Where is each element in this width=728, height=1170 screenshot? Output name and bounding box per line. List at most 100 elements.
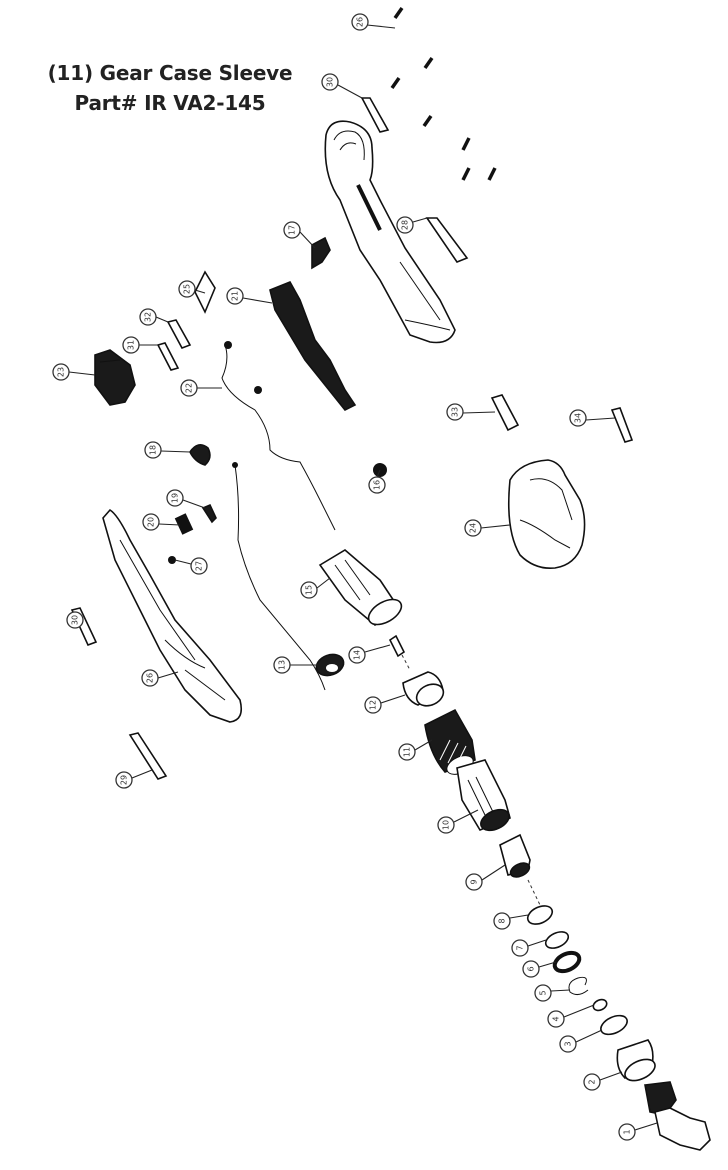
callout-number: 1 xyxy=(623,1129,632,1134)
bearing-13 xyxy=(315,653,345,677)
label-plate-34 xyxy=(610,407,634,443)
callout-number: 5 xyxy=(539,990,548,995)
callout-number: 11 xyxy=(403,747,412,757)
callout-number: 24 xyxy=(469,523,478,533)
callout-12: 12 xyxy=(364,696,382,714)
callout-8: 8 xyxy=(493,912,511,930)
callout-25: 25 xyxy=(178,280,196,298)
callout-number: 8 xyxy=(498,918,507,923)
callout-number: 10 xyxy=(442,820,451,830)
callout-21: 21 xyxy=(226,287,244,305)
callout-22: 22 xyxy=(180,379,198,397)
callout-27: 27 xyxy=(190,557,208,575)
label-plate-33 xyxy=(490,394,520,432)
callout-16: 16 xyxy=(368,476,386,494)
callout-24: 24 xyxy=(464,519,482,537)
callout-23: 23 xyxy=(52,363,70,381)
callout-number: 30 xyxy=(326,77,335,87)
callout-number: 22 xyxy=(185,383,194,393)
washer-8 xyxy=(526,905,554,925)
callout-10: 10 xyxy=(437,816,455,834)
washer-7 xyxy=(544,931,570,949)
part-caption: (11) Gear Case Sleeve Part# IR VA2-145 xyxy=(40,58,300,118)
callout-number: 14 xyxy=(353,650,362,660)
callout-number: 6 xyxy=(527,966,536,971)
callout-20: 20 xyxy=(142,513,160,531)
bushing-4 xyxy=(592,998,608,1012)
label-plate-29 xyxy=(128,732,168,780)
callout-18: 18 xyxy=(144,441,162,459)
callout-9: 9 xyxy=(465,873,483,891)
callout-number: 2 xyxy=(588,1079,597,1084)
pin-14 xyxy=(388,634,406,658)
callout-7: 7 xyxy=(511,939,529,957)
switch-plate-25 xyxy=(194,270,216,314)
label-plate-28 xyxy=(425,217,469,263)
switch-20 xyxy=(174,513,194,535)
ring-12 xyxy=(402,671,445,707)
ring-gear-10 xyxy=(456,759,511,832)
callout-number: 9 xyxy=(470,879,479,884)
callout-number: 12 xyxy=(369,700,378,710)
left-housing-26 xyxy=(102,508,243,723)
callout-29: 29 xyxy=(115,771,133,789)
label-plate-31 xyxy=(156,342,180,371)
retaining-ring-5 xyxy=(568,976,589,996)
callout-number: 34 xyxy=(574,413,583,423)
callout-2: 2 xyxy=(583,1073,601,1091)
callout-number: 18 xyxy=(149,445,158,455)
callout-13: 13 xyxy=(273,656,291,674)
callout-33: 33 xyxy=(446,403,464,421)
wire-13 xyxy=(234,464,326,691)
control-board-21 xyxy=(269,280,357,412)
callout-group: 1234567891011121314151617181920212223242… xyxy=(52,13,636,1141)
screw-27 xyxy=(168,556,176,564)
callout-number: 26 xyxy=(356,17,365,27)
label-plate-30-top xyxy=(360,97,390,133)
callout-number: 3 xyxy=(564,1041,573,1046)
callout-number: 32 xyxy=(144,312,153,322)
callout-number: 7 xyxy=(516,945,525,950)
callout-3: 3 xyxy=(559,1035,577,1053)
callout-number: 4 xyxy=(552,1016,561,1021)
planet-carrier-9 xyxy=(499,833,531,878)
callout-1: 1 xyxy=(618,1123,636,1141)
callout-17: 17 xyxy=(283,221,301,239)
bracket-17 xyxy=(311,236,331,270)
callout-number: 17 xyxy=(288,225,297,235)
washer-3 xyxy=(600,1014,628,1036)
callout-number: 28 xyxy=(401,220,410,230)
callout-number: 29 xyxy=(120,775,129,785)
seal-6 xyxy=(552,950,582,974)
callout-30: 30 xyxy=(321,73,339,91)
callout-15: 15 xyxy=(300,581,318,599)
callout-number: 19 xyxy=(171,493,180,503)
leader-lines xyxy=(68,24,658,1131)
callout-34: 34 xyxy=(569,409,587,427)
callout-number: 23 xyxy=(57,367,66,377)
spring-19 xyxy=(201,503,217,524)
callout-number: 21 xyxy=(231,291,240,301)
callout-number: 16 xyxy=(373,480,382,490)
upper-housing xyxy=(324,120,456,344)
callout-26: 26 xyxy=(141,669,159,687)
callout-number: 15 xyxy=(305,585,314,595)
callout-number: 31 xyxy=(127,340,136,350)
motor-15 xyxy=(318,549,403,626)
callout-number: 20 xyxy=(147,517,156,527)
part-caption-name: (11) Gear Case Sleeve xyxy=(47,61,293,85)
callout-number: 30 xyxy=(71,615,80,625)
collar-2 xyxy=(616,1039,656,1082)
callout-14: 14 xyxy=(348,646,366,664)
screw-set xyxy=(390,6,497,181)
callout-5: 5 xyxy=(534,984,552,1002)
end-cover-23 xyxy=(94,349,136,406)
callout-4: 4 xyxy=(547,1010,565,1028)
callout-number: 27 xyxy=(195,561,204,571)
callout-6: 6 xyxy=(522,960,540,978)
battery-pack-24 xyxy=(507,459,586,570)
callout-30: 30 xyxy=(66,611,84,629)
callout-number: 25 xyxy=(183,284,192,294)
callout-28: 28 xyxy=(396,216,414,234)
